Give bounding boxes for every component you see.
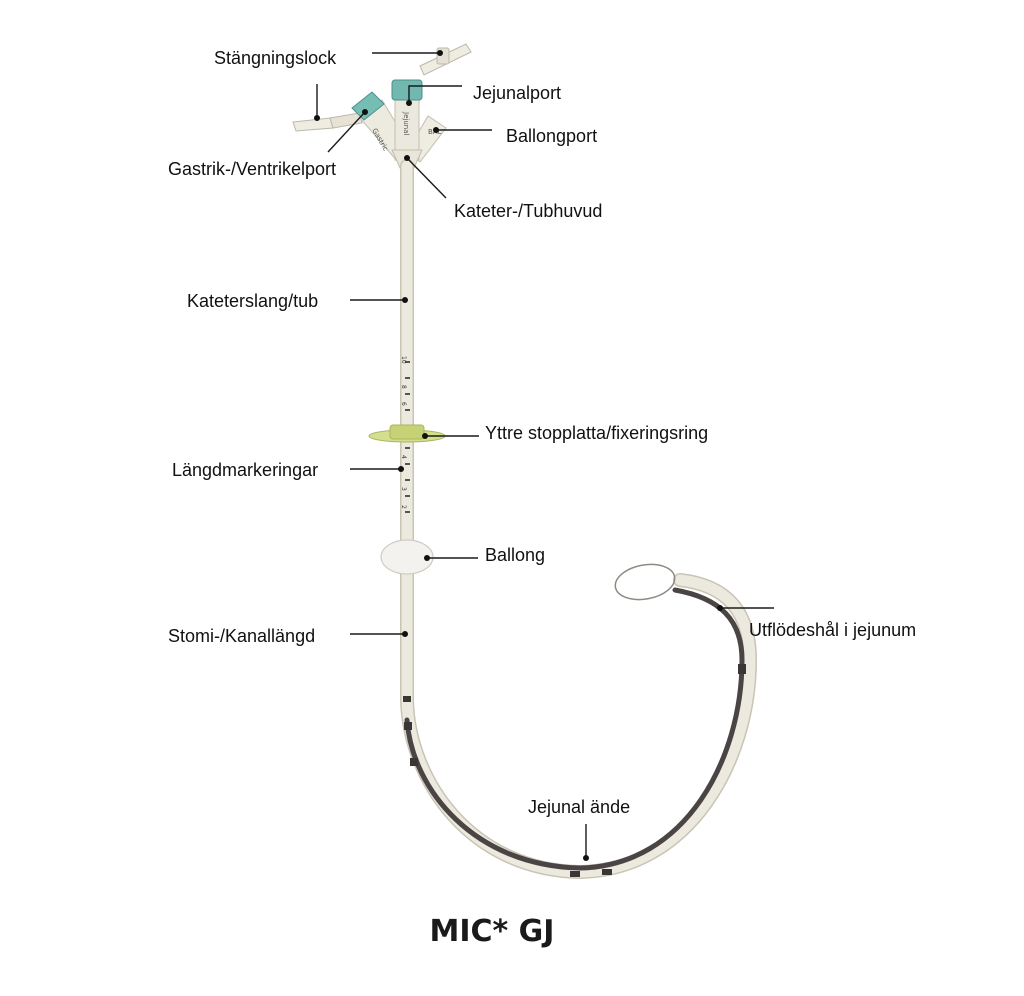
length-scale-numbers: 10 8 6 4 3 2 xyxy=(400,356,407,509)
label-gastric-port: Gastrik-/Ventrikelport xyxy=(168,159,336,179)
length-scale-ticks xyxy=(405,361,410,513)
scale-number: 10 xyxy=(400,356,407,364)
label-tube: Kateterslang/tub xyxy=(187,291,318,311)
label-stoma-length: Stomi-/Kanallängd xyxy=(168,626,315,646)
external-stop-plate xyxy=(368,424,446,443)
scale-number: 6 xyxy=(400,402,407,406)
jejunal-tip-loop xyxy=(614,563,676,601)
closure-cap-left xyxy=(292,112,363,132)
scale-number: 8 xyxy=(400,385,407,389)
label-stop-plate: Yttre stopplatta/fixeringsring xyxy=(485,423,708,443)
jejunal-section xyxy=(404,587,745,871)
radiopaque-markers xyxy=(403,664,746,877)
closure-cap-right xyxy=(419,43,472,76)
leader-lines xyxy=(314,50,774,861)
gj-tube-illustration: Gastric BAL Jejunal xyxy=(292,43,758,880)
label-jejunal-port: Jejunalport xyxy=(473,83,561,103)
label-jejunal-end: Jejunal ände xyxy=(528,797,630,817)
catheter-tube-outline xyxy=(400,159,758,880)
scale-number: 2 xyxy=(400,505,407,509)
jejunal-port: Jejunal xyxy=(391,79,423,161)
label-balloon: Ballong xyxy=(485,545,545,565)
balloon-shape xyxy=(380,539,434,575)
label-length-marks: Längdmarkeringar xyxy=(172,460,318,480)
jejunal-port-text: Jejunal xyxy=(402,111,410,135)
product-title: MIC* GJ xyxy=(430,914,555,949)
catheter-tube xyxy=(401,160,756,878)
scale-number: 4 xyxy=(400,455,407,459)
labels: Stängningslock Jejunalport Ballongport G… xyxy=(168,48,916,817)
label-catheter-head: Kateter-/Tubhuvud xyxy=(454,201,602,221)
scale-number: 3 xyxy=(400,487,407,491)
label-closure-cap: Stängningslock xyxy=(214,48,337,68)
label-outlet-holes: Utflödeshål i jejunum xyxy=(749,620,916,640)
label-balloon-port: Ballongport xyxy=(506,126,597,146)
